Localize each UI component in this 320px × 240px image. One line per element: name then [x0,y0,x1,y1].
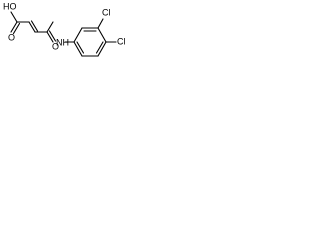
bond-c2-c3-double [30,20,39,32]
ring-inner-bond-b [95,41,104,54]
chlorine-top-label: Cl [102,7,111,17]
hydroxyl-label: HO [3,1,17,11]
ring-bond-6 [73,41,83,57]
bond-c1-o-double-b [12,22,21,35]
bond-c1-oh [10,11,18,23]
amide-nitrogen-label: NH [56,37,69,47]
amide-carbonyl-oxygen-label: O [52,41,59,51]
acid-carbonyl-oxygen-label: O [8,32,15,42]
bond-c4-o-b [48,30,57,42]
bond-ring-cl-top [97,18,104,29]
benzene-ring [73,18,117,57]
ring-bond-1 [73,27,83,43]
bond-c4-o-a [46,31,54,43]
ring-inner-bond-c [76,41,85,54]
amide-group [46,21,75,43]
bond-c1-o-double-a [10,21,18,33]
alkene-group [28,20,48,33]
bond-c2-c3 [28,21,36,33]
carboxylic-acid-group [10,11,30,35]
chlorine-right-label: Cl [117,36,126,46]
bond-c4-n [46,21,54,33]
ring-bond-3 [97,27,107,43]
ring-bond-4 [97,41,107,57]
structure-diagram: HO O O NH Cl Cl [3,1,126,57]
